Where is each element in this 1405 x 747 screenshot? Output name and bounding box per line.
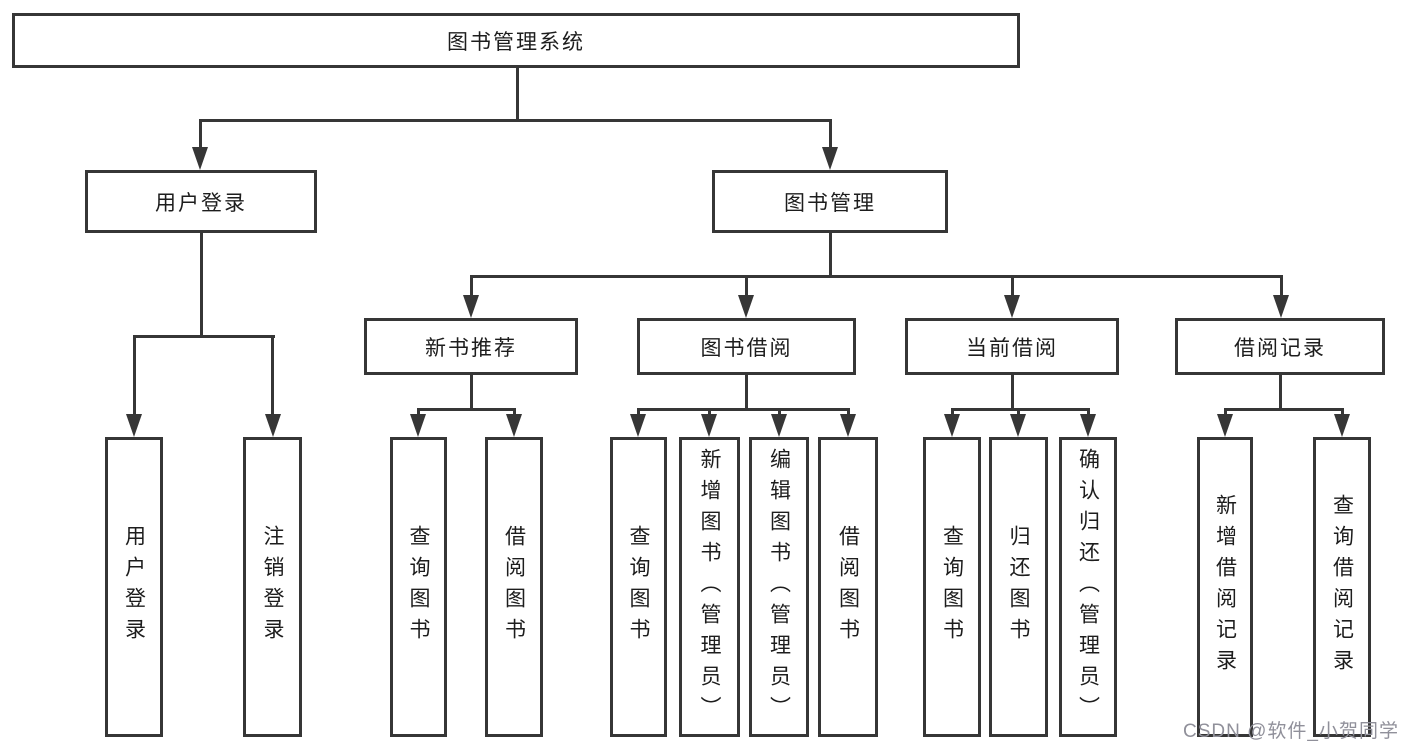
arrow-down-icon (192, 147, 208, 170)
connector-line (1340, 408, 1344, 416)
connector-line (828, 233, 832, 275)
connector-line (1010, 375, 1014, 408)
node-book-management: 图书管理 (712, 170, 948, 233)
connector-line (469, 375, 473, 408)
leaf-logout: 注销登录 (243, 437, 302, 737)
leaf-user-login: 用户登录 (105, 437, 163, 737)
node-library-management-system: 图书管理系统 (12, 13, 1020, 68)
connector-line (744, 375, 748, 408)
connector-line (1010, 275, 1014, 297)
leaf-edit-book-admin: 编辑图书（管理员） (749, 437, 809, 737)
connector-line (1278, 375, 1282, 408)
leaf-add-book-admin: 新增图书（管理员） (679, 437, 740, 737)
connector-line (132, 335, 275, 338)
arrow-down-icon (1273, 295, 1289, 318)
arrow-down-icon (771, 414, 787, 437)
arrow-down-icon (1080, 414, 1096, 437)
leaf-borrow-books: 借阅图书 (818, 437, 878, 737)
arrow-down-icon (506, 414, 522, 437)
arrow-down-icon (264, 414, 281, 437)
arrow-down-icon (701, 414, 717, 437)
connector-line (1279, 275, 1283, 297)
node-borrowing-records: 借阅记录 (1175, 318, 1385, 375)
connector-line (198, 119, 832, 122)
leaf-borrow-books-recommend: 借阅图书 (485, 437, 543, 737)
leaf-query-borrow-record: 查询借阅记录 (1313, 437, 1371, 737)
connector-line (950, 408, 954, 416)
connector-line (416, 408, 516, 411)
connector-line (271, 335, 274, 416)
arrow-down-icon (463, 295, 479, 318)
node-user-login: 用户登录 (85, 170, 317, 233)
arrow-down-icon (840, 414, 856, 437)
connector-line (1017, 408, 1020, 416)
connector-line (846, 408, 850, 416)
connector-line (416, 408, 420, 416)
connector-line (828, 119, 832, 149)
connector-line (469, 275, 1283, 278)
csdn-watermark: CSDN @软件_小贺同学 (1183, 721, 1399, 742)
node-current-borrowing: 当前借阅 (905, 318, 1119, 375)
leaf-add-borrow-record: 新增借阅记录 (1197, 437, 1253, 737)
connector-line (515, 68, 519, 119)
arrow-down-icon (410, 414, 426, 437)
arrow-down-icon (630, 414, 646, 437)
arrow-down-icon (1334, 414, 1350, 437)
connector-line (637, 408, 849, 411)
connector-line (198, 119, 202, 149)
connector-line (199, 233, 203, 335)
connector-line (1223, 408, 1344, 411)
leaf-confirm-return-admin: 确认归还（管理员） (1059, 437, 1117, 737)
connector-line (1223, 408, 1227, 416)
connector-line (637, 408, 640, 416)
arrow-down-icon (822, 147, 838, 170)
connector-line (744, 275, 748, 297)
arrow-down-icon (1217, 414, 1233, 437)
connector-line (1086, 408, 1090, 416)
leaf-return-books: 归还图书 (989, 437, 1048, 737)
arrow-down-icon (1004, 295, 1020, 318)
arrow-down-icon (126, 414, 142, 437)
leaf-query-books-borrow: 查询图书 (610, 437, 667, 737)
connector-line (950, 408, 1090, 411)
connector-line (132, 335, 136, 416)
arrow-down-icon (1010, 414, 1026, 437)
connector-line (469, 275, 473, 297)
arrow-down-icon (944, 414, 960, 437)
leaf-query-books-current: 查询图书 (923, 437, 981, 737)
arrow-down-icon (738, 295, 754, 318)
connector-line (777, 408, 781, 416)
connector-line (512, 408, 516, 416)
node-new-book-recommendation: 新书推荐 (364, 318, 578, 375)
leaf-query-books-recommend: 查询图书 (390, 437, 447, 737)
node-book-borrowing: 图书借阅 (637, 318, 856, 375)
connector-line (708, 408, 711, 416)
